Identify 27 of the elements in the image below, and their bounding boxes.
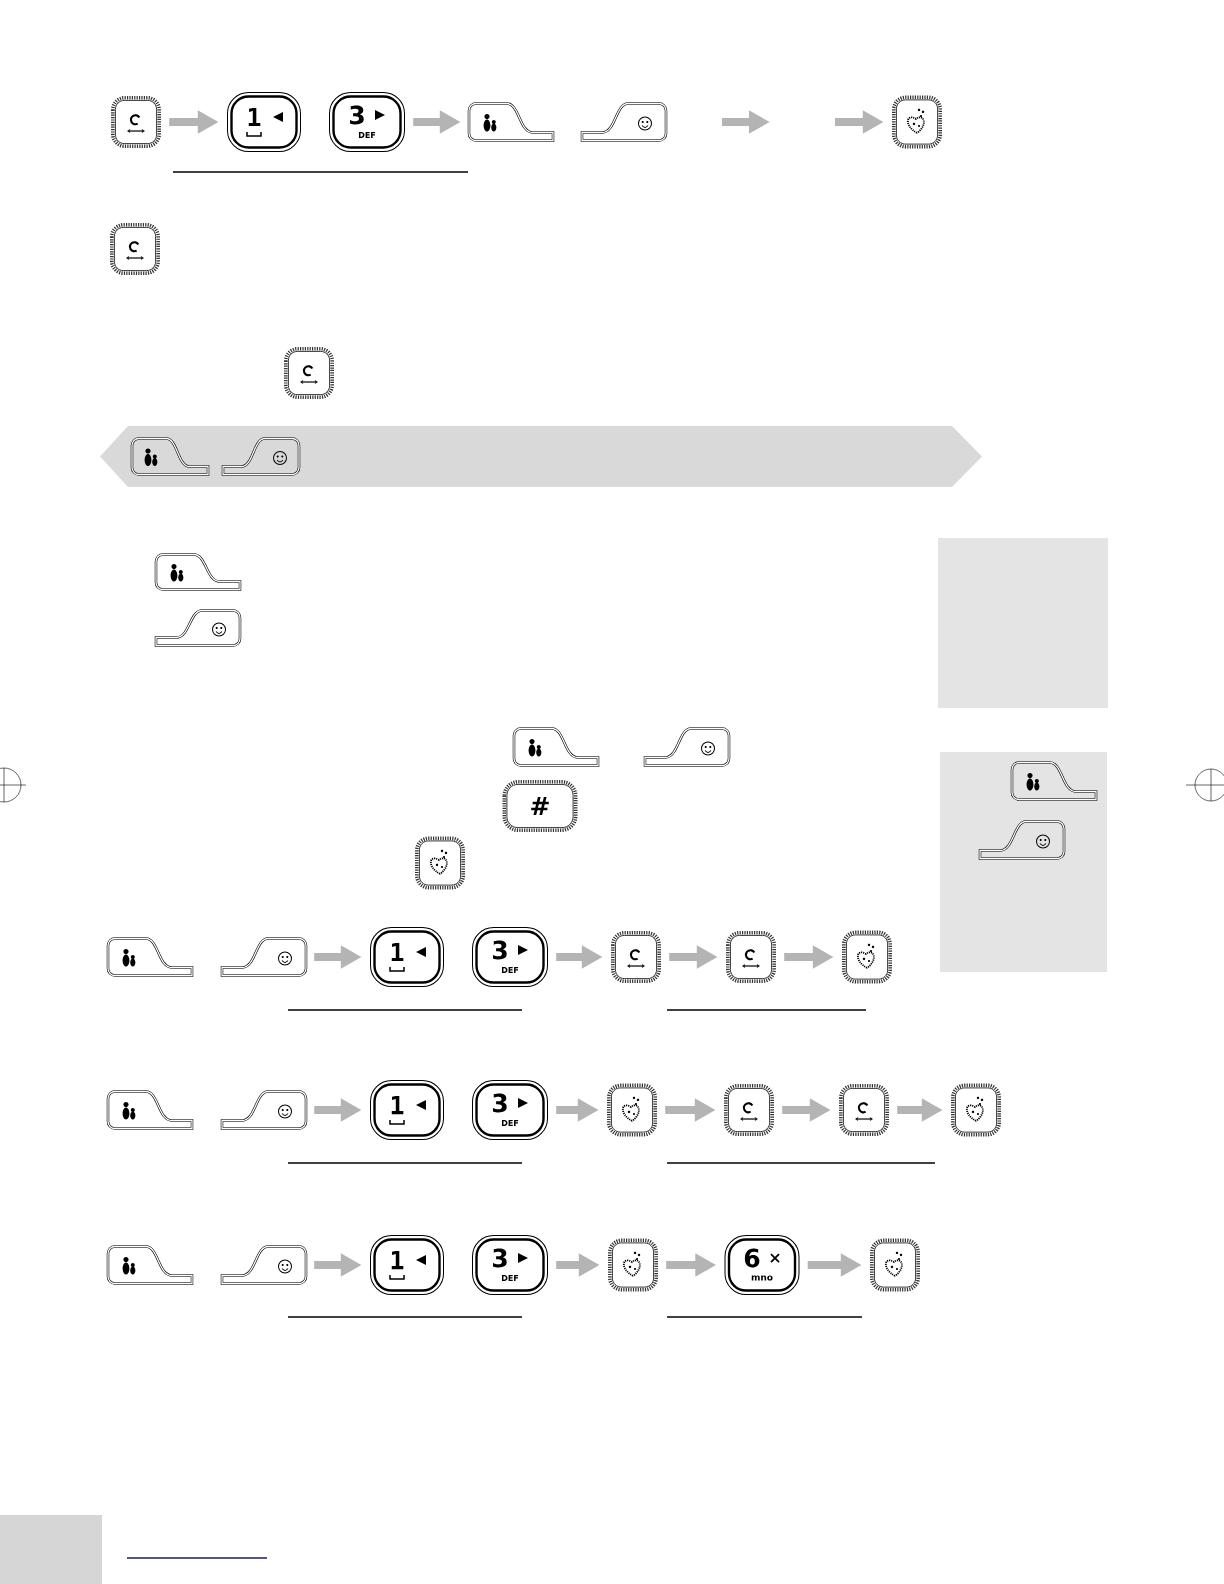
heart-key-icon [892,95,942,149]
heart-key-icon [607,1083,657,1137]
arrow-key-icon [611,931,661,983]
number-key: 3 DEF [472,927,548,987]
arrow-key-icon [110,223,160,275]
number-key: 3 DEF [472,1235,548,1295]
section-banner [100,426,982,487]
number-key: 3 DEF [472,1080,548,1140]
number-key: 1 [370,1235,444,1295]
arrow-key-icon [724,1084,774,1136]
arrow-key-icon [111,96,161,148]
arrow-key-icon [839,1084,889,1136]
hash-key: # [502,780,578,832]
heart-key-icon [870,1238,920,1292]
number-key: 6 mno [724,1235,800,1295]
note-panel [938,538,1108,708]
number-key: 1 [370,927,444,987]
number-key: 1 [227,92,301,152]
number-key: 3 DEF [329,92,405,152]
heart-key-icon [415,836,465,890]
heart-key-icon [608,1238,658,1292]
arrow-key-icon [726,931,776,983]
heart-key-icon [842,930,892,984]
heart-key-icon [951,1083,1001,1137]
number-key: 1 [370,1080,444,1140]
arrow-key-icon [284,347,334,399]
note-panel [940,752,1107,972]
